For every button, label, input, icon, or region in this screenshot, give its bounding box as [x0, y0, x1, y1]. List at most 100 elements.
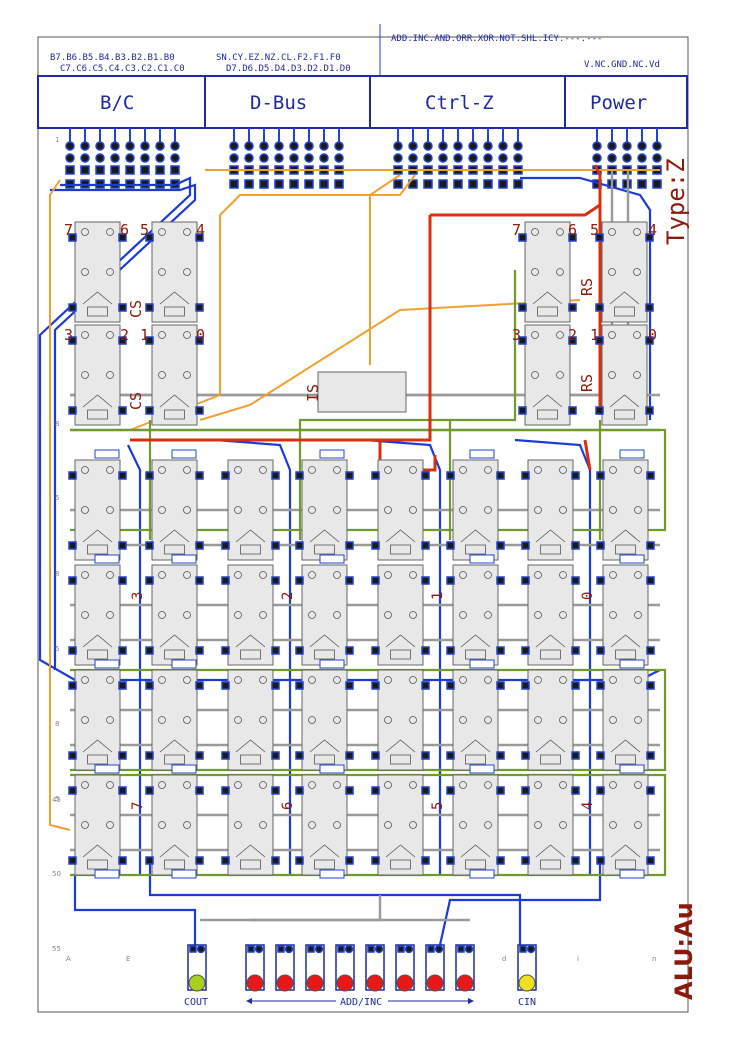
relay-body: [602, 669, 649, 771]
relay-pad: [345, 471, 354, 480]
relay-pad: [446, 681, 455, 690]
relay-pad: [345, 786, 354, 795]
pin-pad: [483, 141, 493, 151]
pin-pad: [438, 141, 448, 151]
relay-pad: [195, 856, 204, 865]
led-pad: [314, 944, 324, 954]
relay-contact: [556, 268, 564, 276]
pin-pad: [637, 179, 647, 189]
relay: [371, 669, 430, 771]
pin-pad: [607, 153, 617, 163]
relay-arm: [159, 634, 190, 648]
relay-pad: [421, 856, 430, 865]
relay-pad: [646, 751, 655, 760]
relay-pad: [521, 576, 530, 585]
diode: [469, 659, 495, 669]
pin-pad: [513, 179, 523, 189]
relay: [221, 564, 280, 666]
relay-body: [452, 564, 499, 666]
diode: [319, 449, 345, 459]
relay-body: [151, 774, 198, 876]
relay-pad: [295, 681, 304, 690]
pin-pad: [319, 141, 329, 151]
pin-pad: [438, 153, 448, 163]
relay-body: [527, 774, 574, 876]
relay-pad: [145, 336, 154, 345]
relay-contact: [531, 371, 539, 379]
relay-coil: [459, 676, 467, 684]
pin-pad: [319, 153, 329, 163]
relay-contact: [158, 268, 166, 276]
relay-switch: [540, 649, 561, 660]
relay-body: [377, 669, 424, 771]
relay-arm: [535, 844, 566, 858]
led-pad: [427, 945, 435, 953]
relay: [221, 669, 280, 771]
svg-text:8: 8: [55, 420, 59, 428]
addinc-label: ADD/INC: [340, 997, 382, 1008]
relay-pad: [496, 856, 505, 865]
relay-right-num-5: 5: [590, 221, 599, 239]
green-trace: [298, 270, 517, 540]
relay-body: [452, 669, 499, 771]
relay: [518, 221, 577, 323]
relay-arm: [460, 739, 491, 753]
relay-pad: [421, 471, 430, 480]
pin-pad: [483, 153, 493, 163]
relay-body: [452, 459, 499, 561]
relay: [595, 324, 654, 426]
relay-contact: [81, 716, 89, 724]
pin-pad: [140, 165, 150, 175]
relay-switch: [390, 544, 411, 555]
relay-pad: [345, 681, 354, 690]
relay-pad: [571, 646, 580, 655]
relay-contact: [259, 821, 267, 829]
relay-pad: [68, 336, 77, 345]
relay-arm: [609, 394, 640, 408]
pin-pad: [334, 179, 344, 189]
relay-pad: [271, 576, 280, 585]
led-pad: [404, 944, 414, 954]
relay-left-num-6: 6: [120, 221, 129, 239]
rs-label-top: RS: [578, 278, 596, 296]
relay: [145, 564, 204, 666]
led-pad: [367, 945, 375, 953]
relay-pad: [68, 786, 77, 795]
relay-coil: [158, 676, 166, 684]
relay-coil: [259, 676, 267, 684]
led-indicator: [396, 974, 414, 992]
relay-contact: [634, 611, 642, 619]
pin-pad: [244, 141, 254, 151]
relay-arm: [309, 529, 340, 543]
relay-pad: [118, 406, 127, 415]
relay-coil: [183, 331, 191, 339]
pin-pad: [259, 153, 269, 163]
relay-switch: [537, 409, 558, 420]
led-pad: [196, 944, 206, 954]
bc-label: B/C: [100, 92, 134, 114]
relay-pad: [68, 303, 77, 312]
relay-pad: [221, 576, 230, 585]
relay-switch: [390, 649, 411, 660]
relay-pad: [446, 856, 455, 865]
rs-label-bottom: RS: [578, 374, 596, 392]
relay: [371, 564, 430, 666]
pin-pad: [95, 165, 105, 175]
relay-pad: [446, 646, 455, 655]
svg-text:8: 8: [55, 720, 59, 728]
relay-pad: [421, 646, 430, 655]
relay-pad: [521, 646, 530, 655]
relay-pad: [568, 303, 577, 312]
relay-contact: [333, 506, 341, 514]
svg-text:n: n: [652, 955, 656, 963]
diode: [94, 869, 120, 879]
relay-pad: [221, 646, 230, 655]
led-pad: [344, 944, 354, 954]
bc-connector: [37, 75, 206, 129]
relay-pad: [571, 856, 580, 865]
bit-label-7: 7: [130, 802, 146, 810]
relay-pad: [518, 233, 527, 242]
is-label: IS: [304, 384, 322, 402]
relay-body: [377, 774, 424, 876]
relay-contact: [106, 821, 114, 829]
